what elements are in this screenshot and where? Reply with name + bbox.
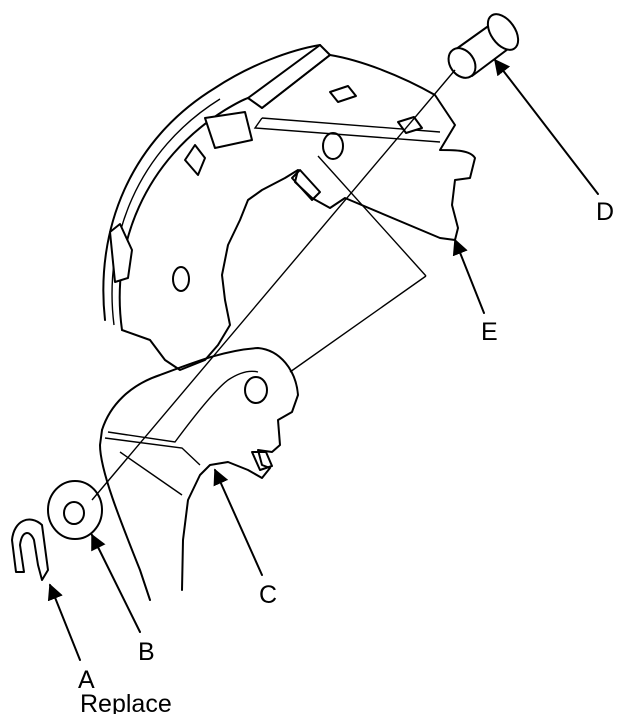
- washer-hole: [63, 501, 85, 525]
- callout-a: A: [78, 666, 95, 694]
- pivot-pin: [447, 13, 520, 79]
- clip-body: [11, 518, 49, 581]
- brake-shoe: [102, 44, 476, 371]
- pin-head: [486, 13, 520, 51]
- replace-note: Replace: [80, 690, 172, 714]
- shoe-lining-middle-line: [111, 98, 221, 326]
- leader-a: [47, 583, 81, 661]
- shoe-lining-top-face: [247, 44, 331, 109]
- shoe-slot-left: [329, 85, 357, 103]
- callout-labels: A B C D E Replace: [78, 198, 614, 714]
- shoe-lining-outer-edge: [102, 44, 321, 321]
- callout-b: B: [138, 638, 155, 666]
- callout-d: D: [596, 198, 614, 226]
- leader-lines: [47, 58, 599, 661]
- callout-c: C: [259, 581, 277, 609]
- center-line-pin-to-washer: [91, 69, 456, 501]
- shoe-web-plate: [121, 54, 476, 371]
- callout-e: E: [481, 318, 498, 346]
- shoe-hole-upper: [322, 132, 344, 160]
- assembly-lines: [91, 69, 456, 501]
- lever-lower-edge: [99, 429, 151, 601]
- lever-tab: [251, 451, 273, 471]
- parking-brake-lever: [99, 347, 299, 601]
- center-line-lower: [289, 275, 427, 373]
- center-line-lever: [119, 451, 183, 496]
- leader-c: [213, 468, 263, 576]
- shoe-notch-left: [184, 144, 206, 176]
- shoe-side-tab: [109, 223, 133, 283]
- shoe-notch-right: [291, 169, 321, 201]
- center-line-upper: [317, 155, 427, 277]
- leader-e: [452, 238, 485, 314]
- leader-b: [91, 533, 141, 633]
- shoe-hole-lower: [172, 266, 190, 292]
- lever-plate: [101, 347, 299, 591]
- leader-d: [494, 58, 599, 195]
- lever-fold-line: [104, 437, 201, 466]
- shoe-upper-tab: [204, 111, 253, 149]
- washer: [47, 480, 103, 540]
- retaining-clip: [11, 518, 49, 581]
- lever-pivot-hole: [244, 376, 268, 404]
- lever-top-face: [107, 370, 259, 443]
- shoe-slot-right: [397, 116, 423, 134]
